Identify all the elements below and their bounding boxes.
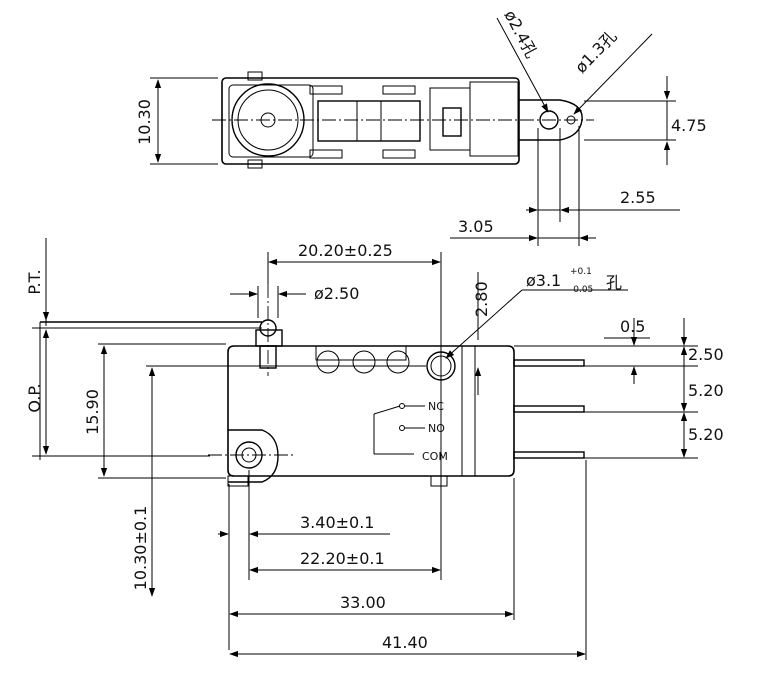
mount-hole-callout: ø3.1 +0.1 -0.05 孔: [445, 267, 628, 359]
dim-20-20-label: 20.20±0.25: [298, 241, 393, 260]
dim-5-20-b-label: 5.20: [688, 425, 724, 444]
dim-33-00-label: 33.00: [340, 593, 386, 612]
mount-hole-suffix: 孔: [606, 273, 622, 292]
dim-roller-diameter: ø2.50: [230, 284, 359, 318]
mount-hole-tol-minus: -0.05: [570, 285, 593, 295]
dim-operating-position: O.P.: [25, 327, 262, 457]
dim-0-5-label: 0.5: [620, 317, 645, 336]
offset-3-05-label: 3.05: [458, 217, 494, 236]
mount-hole-base: ø3.1: [526, 271, 561, 290]
dim-3-40-label: 3.40±0.1: [300, 513, 374, 532]
dim-33-00: 33.00: [229, 478, 515, 620]
terminal-no-label: NO: [428, 422, 445, 435]
dim-20-20: 20.20±0.25: [267, 241, 442, 580]
front-view-body: [208, 284, 515, 487]
dim-2-80-label: 2.80: [472, 281, 491, 317]
top-height-dimension: 10.30: [135, 77, 218, 165]
dim-2-50-label: 2.50: [688, 345, 724, 364]
front-view: NC NO COM 20.20±0.25 ø2.50: [25, 238, 724, 660]
dim-2-80: 2.80: [472, 272, 491, 395]
hole-callouts: ø2.4孔 ø1.3孔: [496, 7, 653, 115]
dim-41-40: 41.40: [229, 460, 587, 660]
hole-large-label: ø2.4孔: [500, 7, 541, 61]
offset-2-55-label: 2.55: [620, 188, 656, 207]
dim-3-40: 3.40±0.1: [218, 470, 390, 650]
terminals: [513, 359, 600, 459]
dim-15-90-label: 15.90: [83, 389, 102, 435]
pre-travel-label: P.T.: [25, 269, 44, 294]
dim-terminal-pitch: 0.5 2.50 5.20 5.20: [514, 317, 724, 459]
dim-15-90: 15.90: [83, 343, 226, 479]
top-height-label: 10.30: [135, 99, 154, 145]
dim-22-20-label: 22.20±0.1: [300, 549, 385, 568]
pitch-label: 4.75: [671, 116, 707, 135]
dim-41-40-label: 41.40: [382, 633, 428, 652]
hole-small-label: ø1.3孔: [571, 27, 620, 77]
dim-roller-diameter-label: ø2.50: [314, 284, 359, 303]
dim-10-30: 10.30±0.1: [131, 365, 426, 597]
offset-dimensions: 2.55 3.05: [450, 126, 680, 246]
operating-position-label: O.P.: [25, 383, 44, 412]
top-view: 10.30 ø2.4孔 ø1.3孔 4.75 2.55: [135, 7, 707, 246]
mount-hole-tol-plus: +0.1: [570, 267, 592, 277]
dim-pre-travel: P.T.: [25, 238, 50, 460]
dim-22-20: 22.20±0.1: [249, 549, 441, 574]
top-view-body: [212, 71, 594, 169]
dim-10-30-label: 10.30±0.1: [131, 506, 150, 591]
terminal-com-label: COM: [422, 450, 448, 463]
dim-5-20-a-label: 5.20: [688, 381, 724, 400]
pitch-dimension: 4.75: [584, 76, 707, 165]
terminal-nc-label: NC: [428, 400, 444, 413]
